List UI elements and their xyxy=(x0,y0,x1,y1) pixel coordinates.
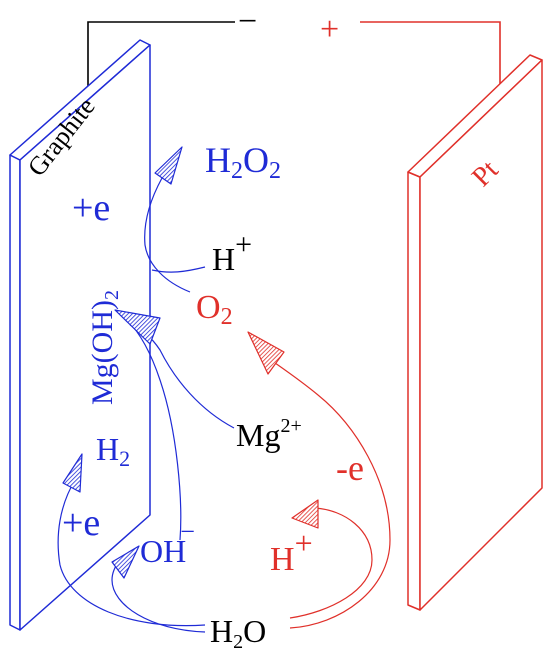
magnesium-hydroxide-label: Mg(OH)2 xyxy=(86,290,123,405)
anode-arrowheads xyxy=(247,331,319,529)
electron-gain-top-label: +e xyxy=(72,187,110,229)
o2-arrowhead xyxy=(247,331,285,375)
hydroxide-label: OH− xyxy=(140,517,195,569)
negative-wire xyxy=(87,21,235,87)
electron-loss-label: -e xyxy=(336,448,364,488)
hplus-low-label: H+ xyxy=(270,525,313,578)
oh-arrowhead xyxy=(111,545,140,579)
water-to-h2-arrow xyxy=(57,479,206,627)
negative-terminal-label: − xyxy=(238,3,257,40)
o2-label: O2 xyxy=(196,289,233,330)
hplus-top-label: H+ xyxy=(212,228,252,277)
water-to-hplus-arrow xyxy=(289,507,373,619)
platinum-electrode xyxy=(407,54,543,611)
oh-to-coating-arrow xyxy=(124,317,182,541)
h2-arrowhead xyxy=(62,453,83,493)
mgoh-main: Mg(OH) xyxy=(86,300,119,405)
anode-reaction-arrows xyxy=(267,357,391,629)
h2o2-label: H2O2 xyxy=(205,140,281,184)
hplus-to-arrow xyxy=(151,266,206,273)
electron-gain-low-label: +e xyxy=(62,502,100,544)
magnesium-ion-label: Mg2+ xyxy=(236,415,302,453)
mgoh-arrowhead xyxy=(114,309,161,345)
water-to-o2-arrow xyxy=(267,357,391,629)
mgoh-sub: 2 xyxy=(101,290,123,300)
h2-label: H2 xyxy=(96,431,130,471)
graphite-electrode xyxy=(9,39,151,631)
positive-wire xyxy=(360,21,501,95)
svg-text:Mg(OH)2: Mg(OH)2 xyxy=(86,290,123,405)
h2o2-arrowhead xyxy=(154,146,183,185)
cathode-arrowheads xyxy=(62,146,183,579)
o2-to-h2o2-arrow xyxy=(144,177,191,293)
hplus-arrowhead xyxy=(291,499,319,529)
positive-terminal-label: + xyxy=(320,11,339,48)
water-label: H2O xyxy=(210,613,266,653)
